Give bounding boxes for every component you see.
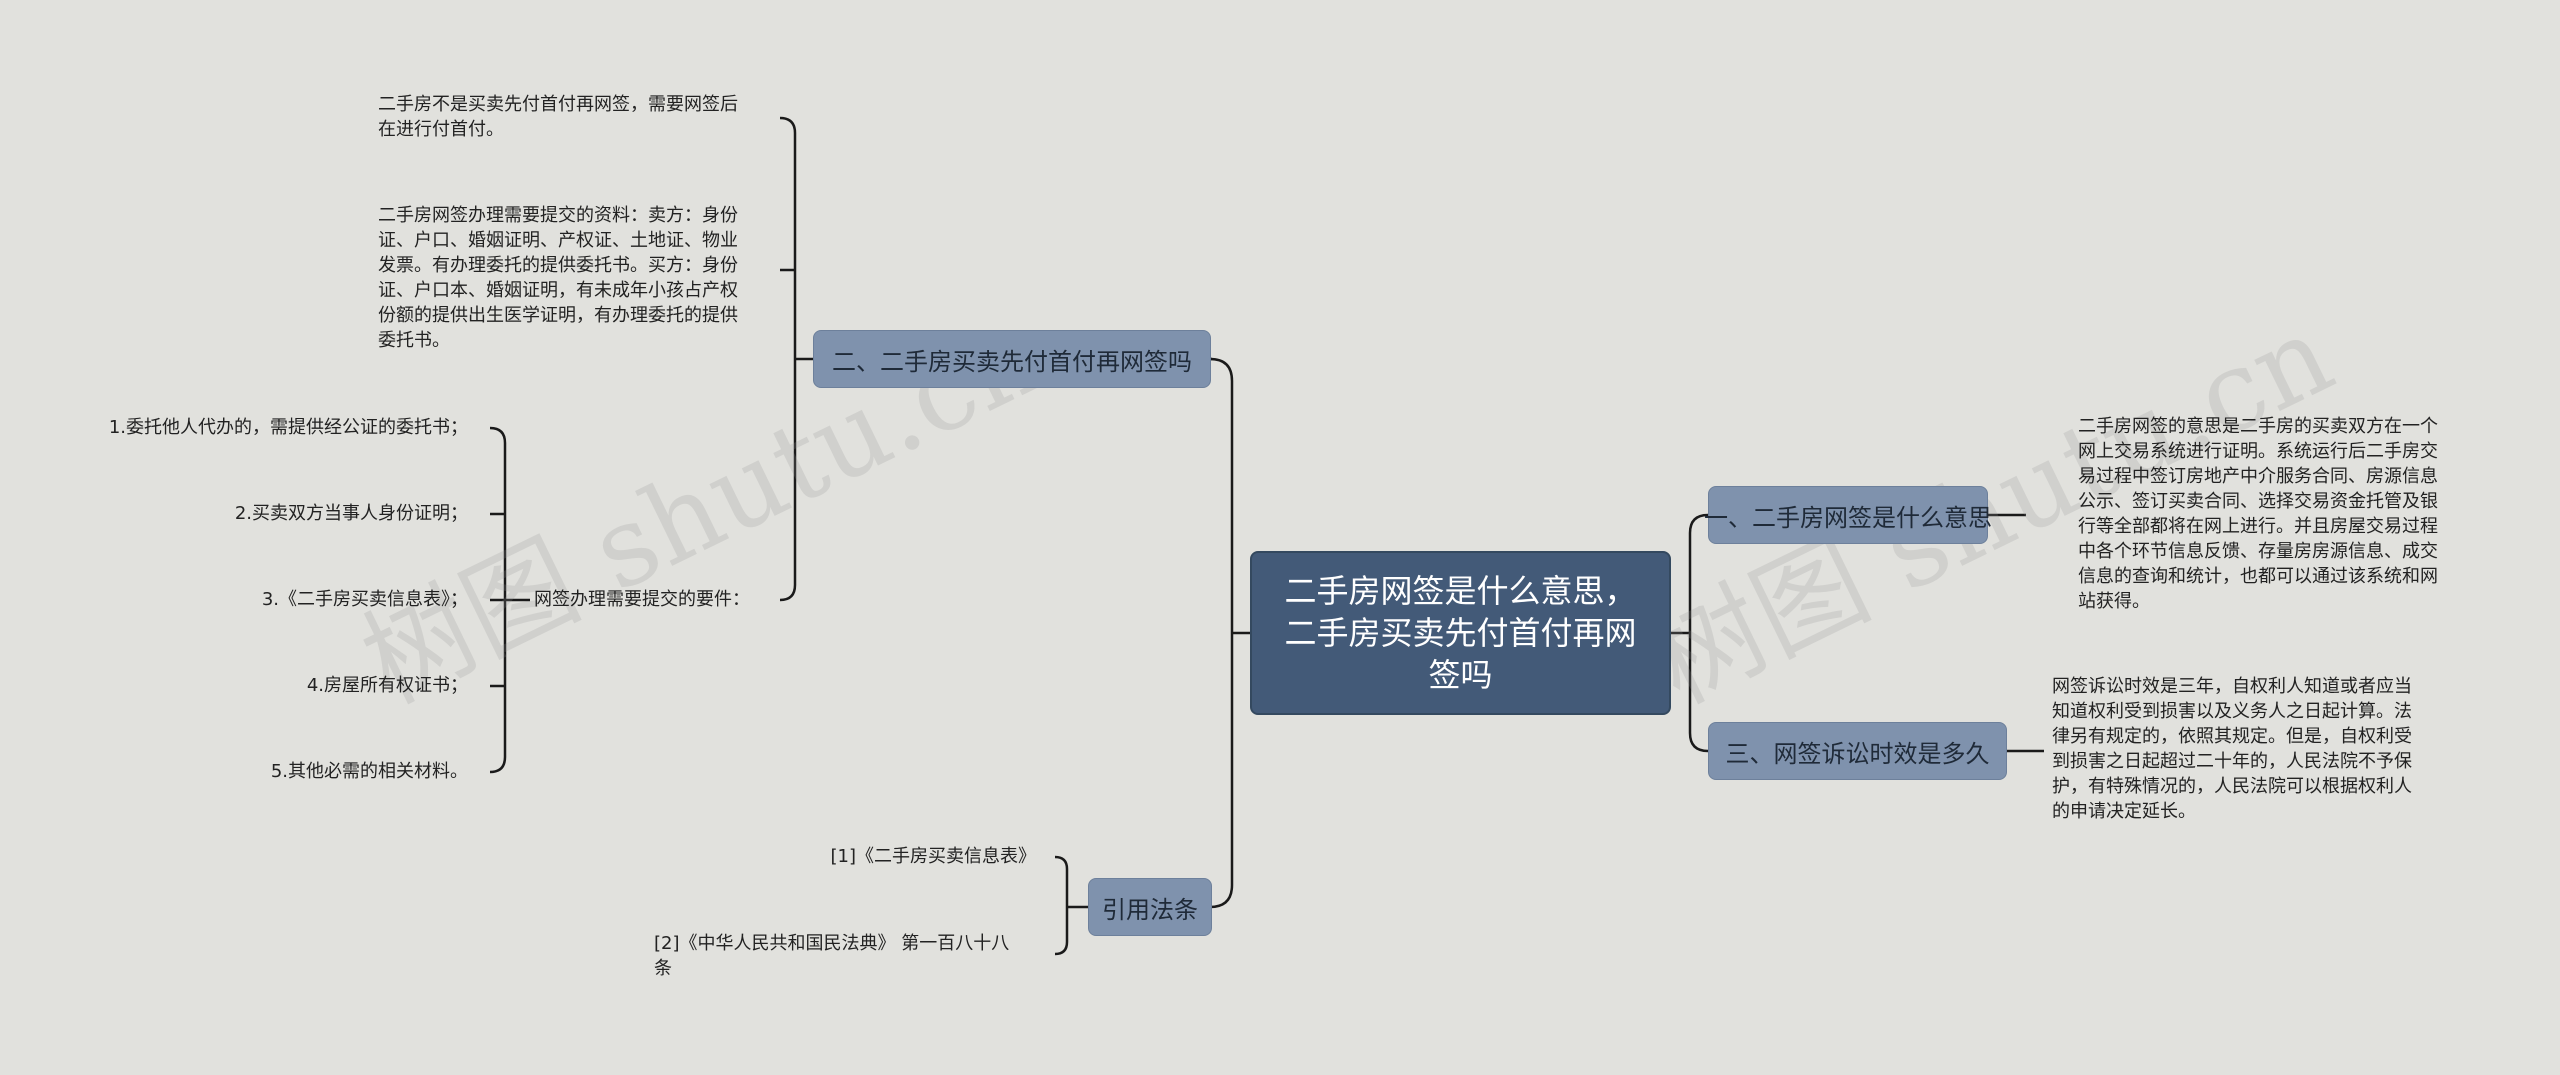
requirement-item: 2.买卖双方当事人身份证明； [234,503,468,524]
branch-node-what-is-online-signing[interactable]: 一、二手房网签是什么意思 [1704,486,1992,544]
branch-label: 二、二手房买卖先付首付再网签吗 [832,347,1192,376]
requirement-item: 5.其他必需的相关材料。 [270,761,468,782]
leaf-text-limitation-period: 网签诉讼时效是三年，自权利人知道或者应当知道权利受到损害以及义务人之日起计算。法… [2052,676,2412,822]
law-reference-item: [2]《中华人民共和国民法典》 第一百八十八条 [654,933,1010,979]
leaf-text-online-signing-meaning: 二手房网签的意思是二手房的买卖双方在一个网上交易系统进行证明。系统运行后二手房交… [2078,416,2438,612]
branch-node-cited-laws[interactable]: 引用法条 [1088,878,1212,936]
requirement-item: 1.委托他人代办的，需提供经公证的委托书； [108,417,468,438]
requirement-item: 3.《二手房买卖信息表》； [261,589,468,610]
leaf-text-sign-before-pay: 二手房不是买卖先付首付再网签，需要网签后在进行付首付。 [378,94,738,140]
branch-label: 一、二手房网签是什么意思 [1704,503,1992,532]
requirement-item: 4.房屋所有权证书； [306,675,468,696]
branch-node-limitation-period[interactable]: 三、网签诉讼时效是多久 [1708,722,2007,780]
central-topic-text: 二手房网签是什么意思， 二手房买卖先付首付再网 签吗 [1284,572,1637,694]
connector-right-spine [1688,513,1709,753]
connector-left-spine [1209,357,1234,909]
leaf-text-required-items-heading: 网签办理需要提交的要件： [534,589,750,610]
leaf-text-required-documents: 二手房网签办理需要提交的资料：卖方：身份证、户口、婚姻证明、产权证、土地证、物业… [378,205,738,351]
law-reference-item: [1]《二手房买卖信息表》 [830,846,1037,867]
central-topic-node[interactable]: 二手房网签是什么意思， 二手房买卖先付首付再网 签吗 [1250,551,1671,715]
branch-label: 引用法条 [1102,895,1198,924]
branch-node-pay-first-or-sign[interactable]: 二、二手房买卖先付首付再网签吗 [813,330,1211,388]
connector-b2-bracket [779,116,813,602]
connector-req-bracket [489,426,530,774]
connector-law-bracket [1054,855,1088,956]
branch-label: 三、网签诉讼时效是多久 [1725,739,1990,768]
